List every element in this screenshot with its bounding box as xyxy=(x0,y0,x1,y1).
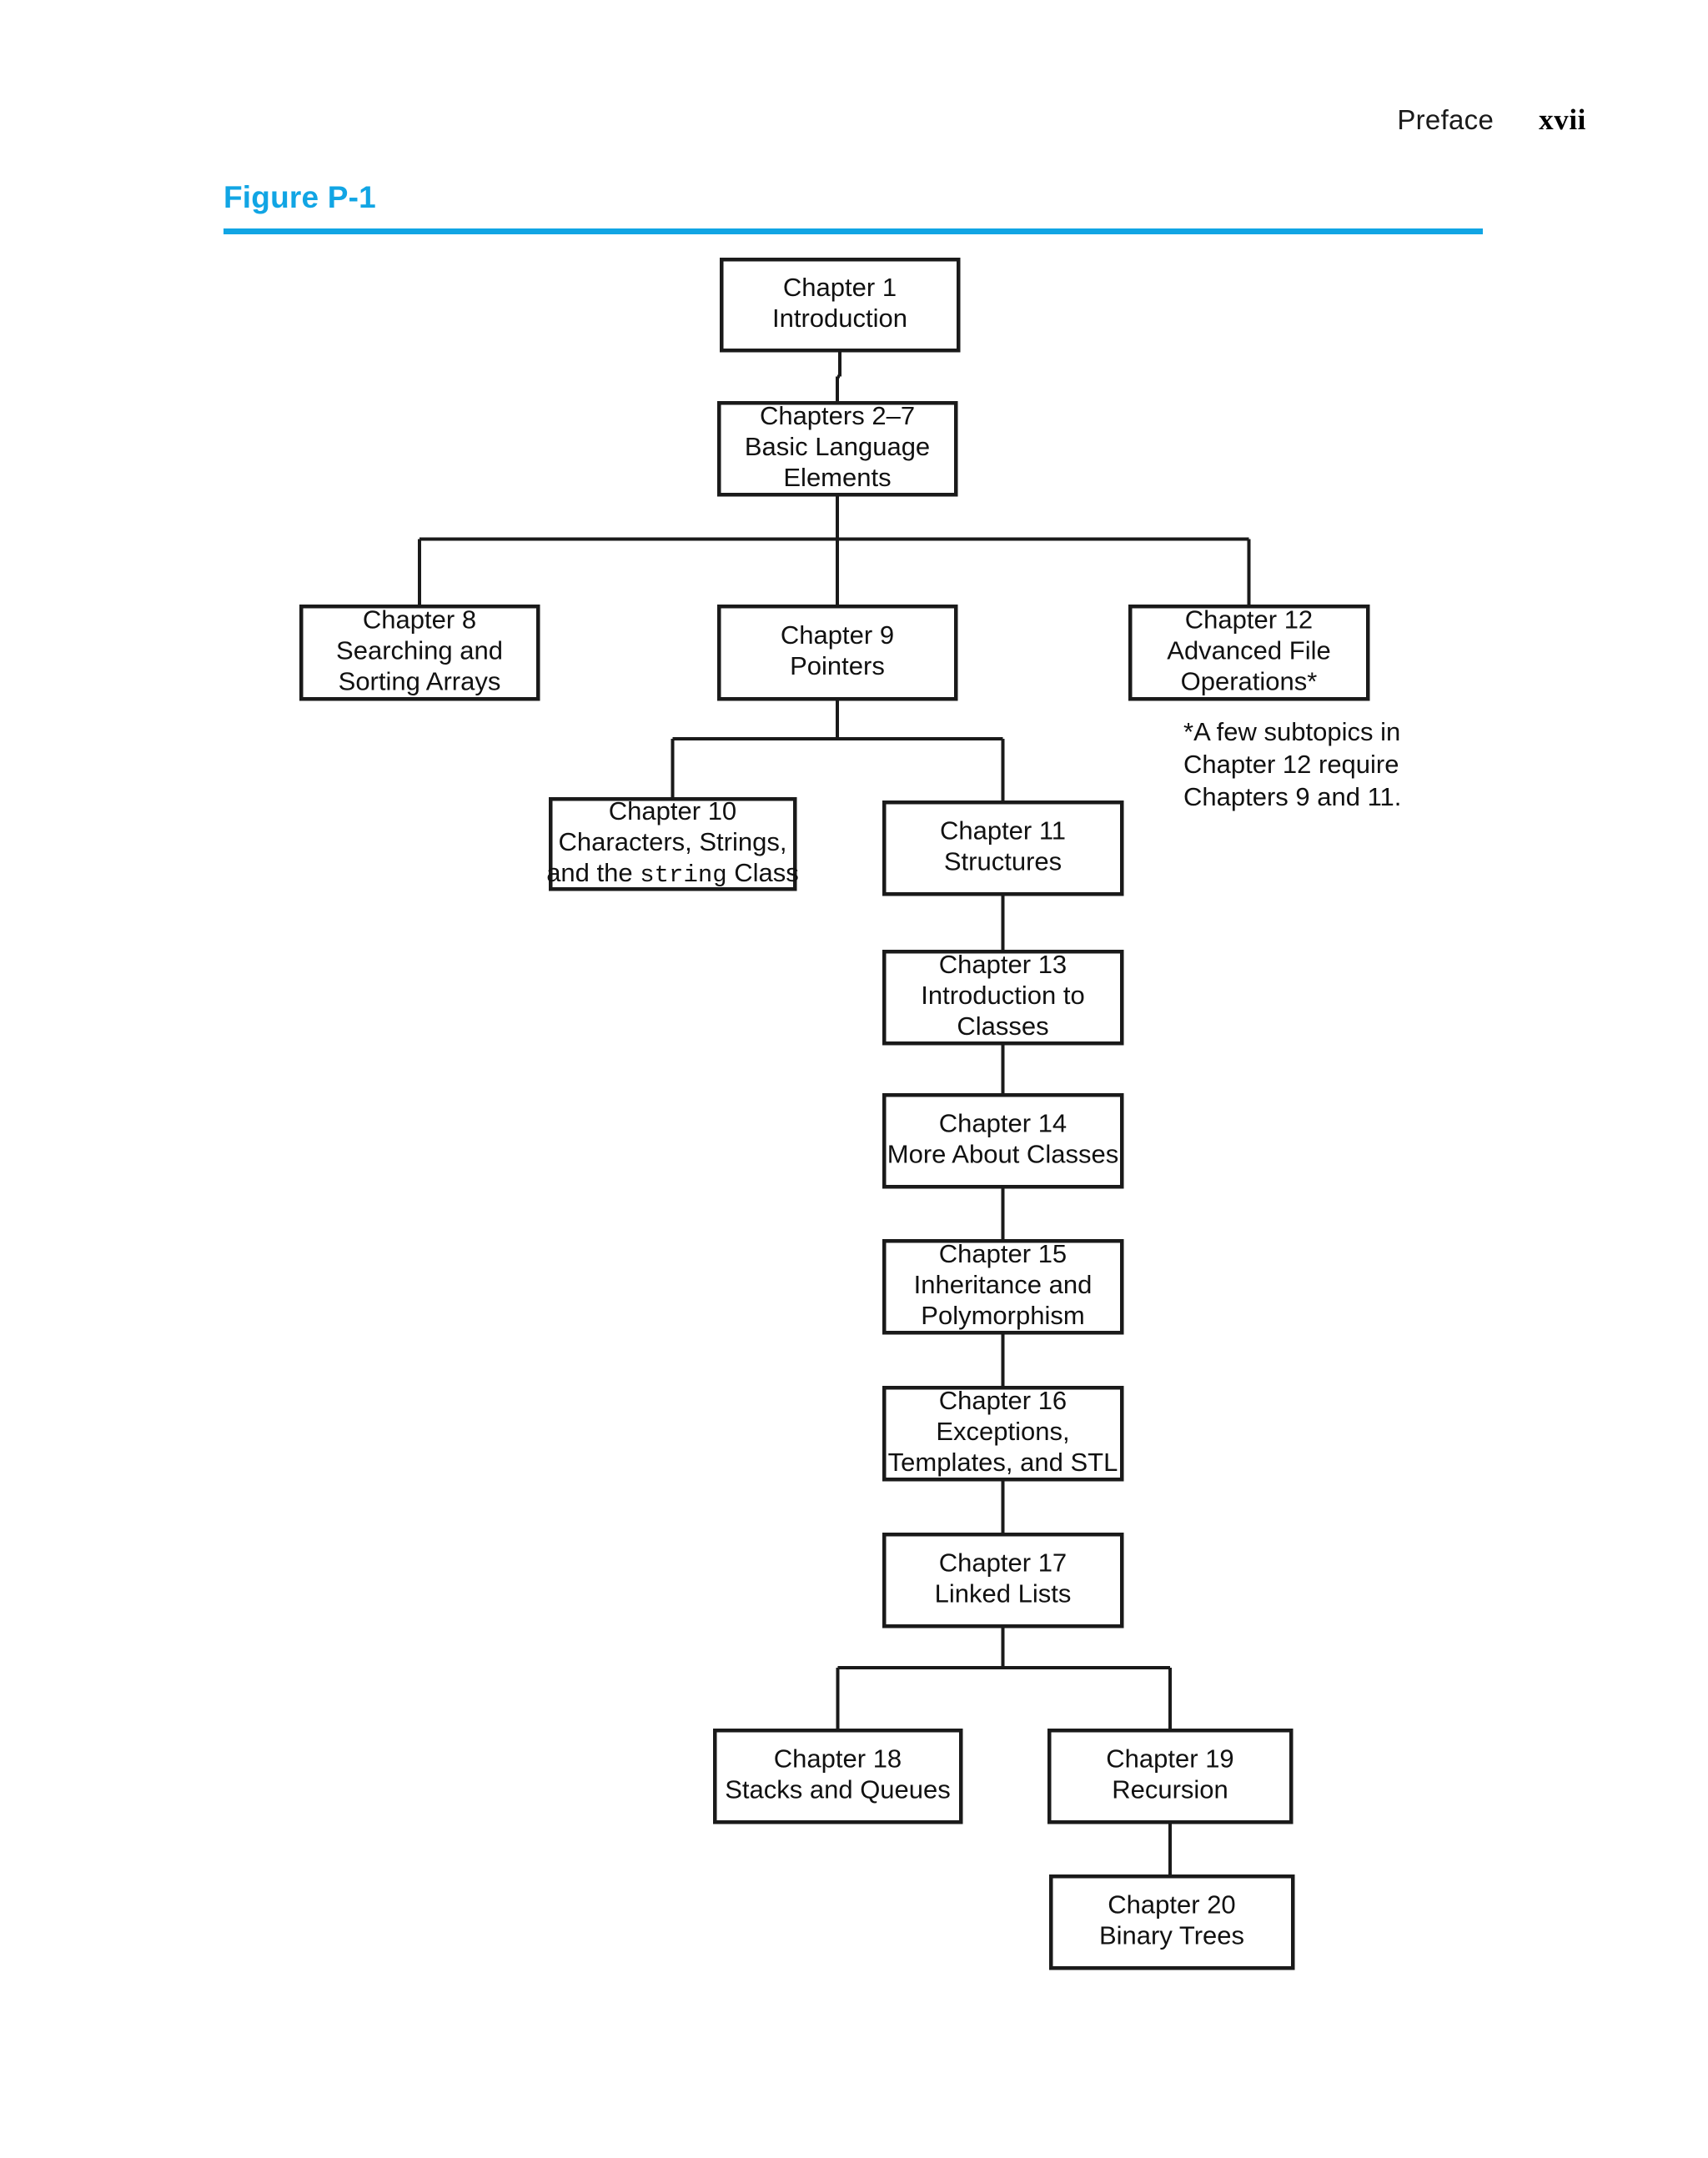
node-line: Introduction xyxy=(772,304,907,333)
node-box-ch2_7 xyxy=(716,400,958,497)
connector-layer xyxy=(418,350,1251,1876)
node-line: Polymorphism xyxy=(921,1301,1084,1330)
footnote-line: *A few subtopics in xyxy=(1183,717,1400,746)
node-line: More About Classes xyxy=(887,1140,1118,1169)
node-box-ch19 xyxy=(1047,1728,1294,1824)
node-line: Inheritance and xyxy=(914,1270,1093,1299)
page-running-head: Preface xvii xyxy=(1397,103,1586,137)
node-line: Elements xyxy=(783,463,891,492)
node-line: Pointers xyxy=(790,651,885,680)
node-box-ch18 xyxy=(712,1728,963,1824)
node-line: Operations* xyxy=(1181,667,1318,696)
node-line: Searching and xyxy=(336,636,503,665)
node-line: Basic Language xyxy=(745,432,930,461)
node-box-ch15 xyxy=(882,1238,1124,1335)
node-line: Chapter 9 xyxy=(781,620,894,650)
node-line: Chapter 1 xyxy=(783,273,897,302)
node-box-ch14 xyxy=(882,1092,1124,1189)
node-box-ch11 xyxy=(882,800,1124,896)
node-line: and the string Class xyxy=(546,858,799,888)
node-box-ch20 xyxy=(1048,1874,1295,1970)
node-line: Chapter 10 xyxy=(609,796,736,826)
node-line: Characters, Strings, xyxy=(559,827,787,856)
node-line: Linked Lists xyxy=(935,1579,1072,1608)
node-box-ch12 xyxy=(1128,604,1370,701)
figure-rule-divider xyxy=(224,228,1483,234)
node-line: Templates, and STL xyxy=(888,1448,1118,1477)
node-line: Introduction to xyxy=(921,981,1084,1010)
mono-term: string xyxy=(640,861,726,889)
node-line: Classes xyxy=(957,1011,1048,1041)
node-line: Chapter 13 xyxy=(939,950,1067,979)
running-head-label: Preface xyxy=(1397,104,1494,135)
node-box-ch10 xyxy=(548,796,797,891)
node-line: Chapter 8 xyxy=(363,605,476,635)
node-line: Exceptions, xyxy=(936,1417,1069,1446)
footnote-line: Chapters 9 and 11. xyxy=(1183,782,1401,811)
node-line: Chapter 15 xyxy=(939,1239,1067,1268)
node-line: Chapter 16 xyxy=(939,1386,1067,1415)
node-box-ch9 xyxy=(716,604,958,701)
node-box-ch13 xyxy=(882,949,1124,1046)
node-line: Advanced File xyxy=(1167,636,1330,665)
node-line: Chapter 14 xyxy=(939,1109,1067,1138)
page-number: xvii xyxy=(1539,103,1586,136)
node-line: Structures xyxy=(944,847,1062,876)
node-line: Recursion xyxy=(1112,1775,1228,1804)
figure-caption: Figure P-1 xyxy=(224,180,376,214)
node-line: Stacks and Queues xyxy=(725,1775,951,1804)
node-line: Chapter 12 xyxy=(1185,605,1313,635)
node-line: Chapters 2–7 xyxy=(760,401,915,430)
node-line: Sorting Arrays xyxy=(339,667,501,696)
node-line: Chapter 20 xyxy=(1108,1890,1235,1920)
node-box-ch1 xyxy=(719,257,961,353)
node-line: Chapter 11 xyxy=(940,816,1066,846)
footnote-line: Chapter 12 require xyxy=(1183,750,1399,779)
node-line: Chapter 17 xyxy=(939,1548,1067,1578)
node-line: Chapter 18 xyxy=(774,1744,902,1774)
node-box-ch8 xyxy=(299,604,540,701)
node-box-ch16 xyxy=(882,1385,1124,1482)
node-box-ch17 xyxy=(882,1532,1124,1629)
node-line: Binary Trees xyxy=(1099,1921,1244,1950)
node-line: Chapter 19 xyxy=(1106,1744,1233,1774)
